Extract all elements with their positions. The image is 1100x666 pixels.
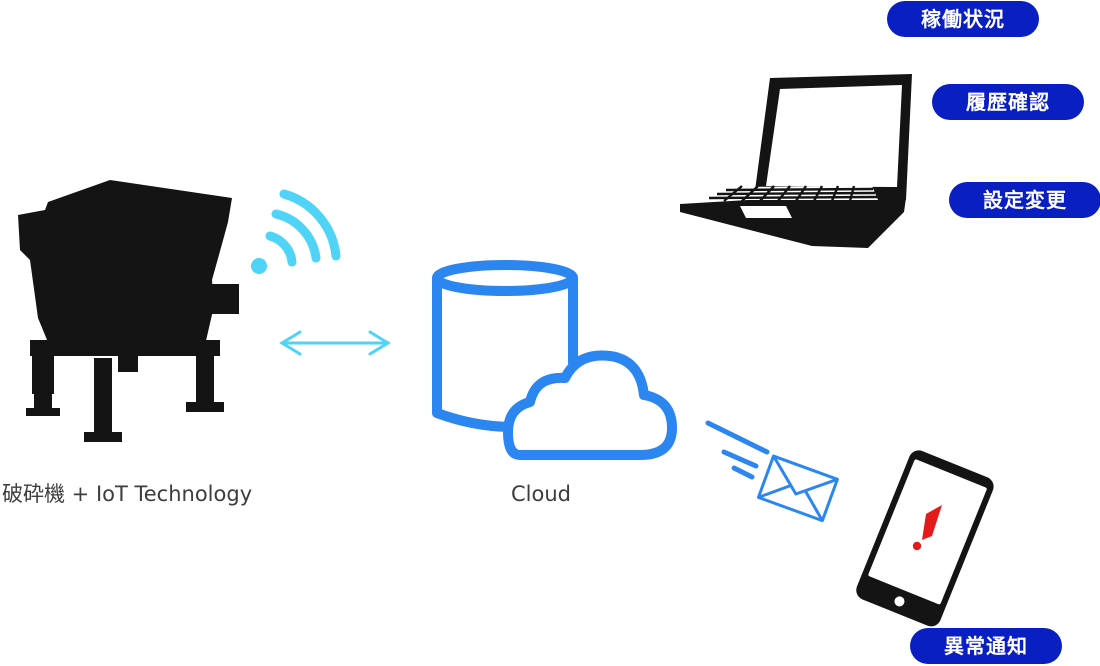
laptop-icon — [680, 74, 912, 248]
feature-pill-abnormality-notification: 異常通知 — [910, 628, 1062, 664]
cloud-caption: Cloud — [511, 482, 571, 506]
keyboard-grid — [708, 185, 878, 202]
wireless-signal-icon — [251, 189, 341, 274]
smartphone-alert-icon — [856, 450, 994, 627]
feature-pill-operating-status: 稼働状況 — [887, 1, 1039, 37]
crusher-machine-icon — [18, 180, 239, 442]
motion-lines — [705, 420, 770, 480]
mail-envelope-icon — [756, 454, 839, 523]
exclamation-icon — [912, 505, 942, 551]
feature-pill-settings-change: 設定変更 — [949, 182, 1100, 218]
feature-pill-history-check: 履歴確認 — [932, 84, 1084, 120]
cloud-database-icon — [432, 260, 677, 460]
machine-caption: 破砕機 + IoT Technology — [2, 482, 253, 506]
bidirectional-arrow-icon — [279, 330, 391, 356]
